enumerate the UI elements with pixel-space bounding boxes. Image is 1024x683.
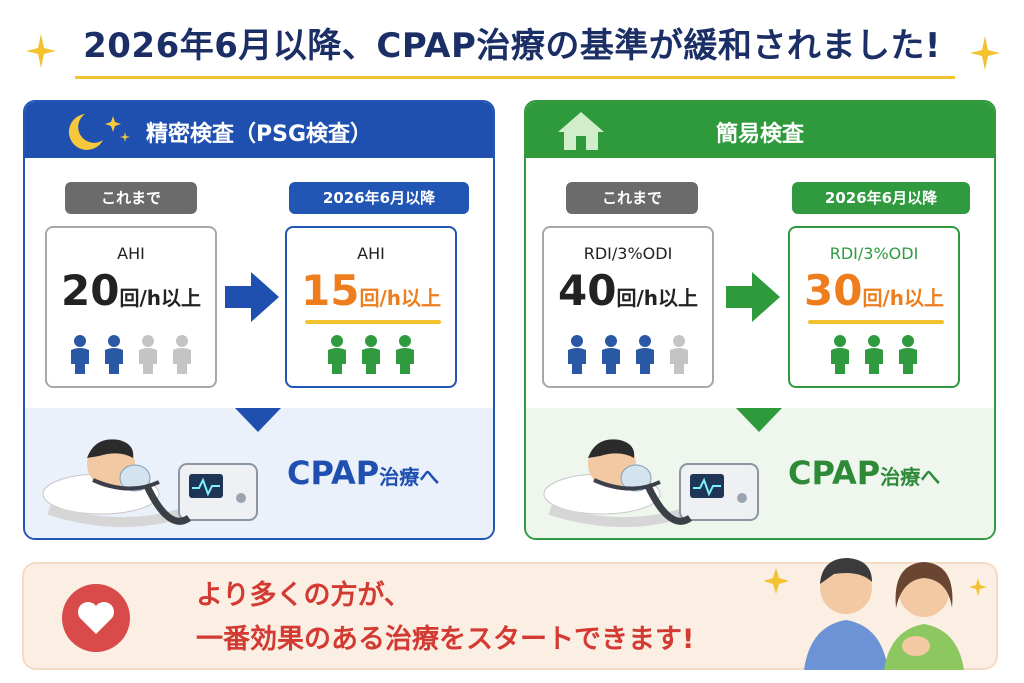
threshold-value: 20回/h以上 bbox=[47, 266, 215, 315]
people-icons bbox=[790, 334, 958, 378]
metric-label: AHI bbox=[117, 244, 145, 263]
before-card: AHI 20回/h以上 bbox=[45, 226, 217, 388]
heart-badge bbox=[62, 584, 130, 652]
threshold-value: 30回/h以上 bbox=[790, 266, 958, 315]
person-icon bbox=[396, 335, 414, 374]
moon-stars-icon bbox=[68, 114, 130, 150]
sparkle-icon bbox=[26, 34, 56, 68]
threshold-number: 15 bbox=[301, 266, 360, 315]
metric-label: AHI bbox=[357, 244, 385, 263]
person-icon bbox=[173, 335, 191, 374]
arrow-right-icon bbox=[225, 272, 279, 322]
person-icon bbox=[568, 335, 586, 374]
person-icon bbox=[139, 335, 157, 374]
arrow-right-icon bbox=[726, 272, 780, 322]
psg-panel: 精密検査（PSG検査） これまで 2026年6月以降 AHI 20回/h以上 A… bbox=[23, 100, 495, 540]
message-line-1: より多くの方が、 bbox=[196, 580, 411, 611]
bottom-banner: より多くの方が、 一番効果のある治療をスタートできます! bbox=[22, 558, 998, 670]
cpap-treatment-text: CPAP治療へ bbox=[788, 454, 940, 492]
house-icon bbox=[558, 112, 604, 150]
cpap-label: CPAP bbox=[788, 454, 881, 492]
couple-illustration bbox=[764, 558, 987, 670]
cpap-sleeper-illustration bbox=[543, 439, 759, 528]
person-icon bbox=[328, 335, 346, 374]
after-card: RDI/3%ODI 30回/h以上 bbox=[788, 226, 960, 388]
people-icons bbox=[47, 334, 215, 378]
heart-icon bbox=[78, 602, 114, 634]
person-icon bbox=[636, 335, 654, 374]
threshold-unit: 回/h以上 bbox=[862, 286, 944, 310]
cpap-treatment-text: CPAP治療へ bbox=[287, 454, 439, 492]
threshold-number: 40 bbox=[558, 266, 617, 315]
person-icon bbox=[899, 335, 917, 374]
cpap-label: CPAP bbox=[287, 454, 380, 492]
bottom-message: より多くの方が、 一番効果のある治療をスタートできます! bbox=[196, 574, 694, 662]
arrow-down-icon bbox=[235, 408, 281, 432]
before-card: RDI/3%ODI 40回/h以上 bbox=[542, 226, 714, 388]
metric-label: RDI/3%ODI bbox=[583, 244, 673, 263]
threshold-number: 20 bbox=[61, 266, 120, 315]
people-icons bbox=[287, 334, 455, 378]
highlight-underline bbox=[808, 320, 944, 324]
before-label: これまで bbox=[65, 182, 197, 214]
person-icon bbox=[602, 335, 620, 374]
threshold-unit: 回/h以上 bbox=[119, 286, 201, 310]
panel-title: 簡易検査 bbox=[715, 122, 804, 147]
title-underline bbox=[75, 76, 955, 79]
person-icon bbox=[670, 335, 688, 374]
sparkle-icon bbox=[970, 36, 1000, 70]
message-line-2: 一番効果のある治療をスタートできます! bbox=[196, 624, 695, 655]
page-title: 2026年6月以降、CPAP治療の基準が緩和されました! bbox=[83, 26, 941, 66]
treatment-area: CPAP治療へ bbox=[25, 408, 493, 538]
header: 2026年6月以降、CPAP治療の基準が緩和されました! bbox=[0, 0, 1024, 90]
panel-header: 簡易検査 bbox=[526, 102, 994, 158]
cpap-sleeper-illustration bbox=[42, 439, 258, 528]
simple-test-panel: 簡易検査 これまで 2026年6月以降 RDI/3%ODI 40回/h以上 RD… bbox=[524, 100, 996, 540]
threshold-unit: 回/h以上 bbox=[359, 286, 441, 310]
panel-title: 精密検査（PSG検査） bbox=[145, 122, 373, 147]
threshold-unit: 回/h以上 bbox=[616, 286, 698, 310]
person-icon bbox=[865, 335, 883, 374]
after-label: 2026年6月以降 bbox=[289, 182, 469, 214]
arrow-down-icon bbox=[736, 408, 782, 432]
after-label: 2026年6月以降 bbox=[792, 182, 970, 214]
person-icon bbox=[105, 335, 123, 374]
person-icon bbox=[362, 335, 380, 374]
metric-label: RDI/3%ODI bbox=[829, 244, 919, 263]
threshold-number: 30 bbox=[804, 266, 863, 315]
people-icons bbox=[544, 334, 712, 378]
highlight-underline bbox=[305, 320, 441, 324]
cpap-suffix: 治療へ bbox=[880, 465, 941, 489]
threshold-value: 15回/h以上 bbox=[287, 266, 455, 315]
treatment-area: CPAP治療へ bbox=[526, 408, 994, 538]
before-label: これまで bbox=[566, 182, 698, 214]
person-icon bbox=[831, 335, 849, 374]
panel-header: 精密検査（PSG検査） bbox=[25, 102, 493, 158]
person-icon bbox=[71, 335, 89, 374]
after-card: AHI 15回/h以上 bbox=[285, 226, 457, 388]
cpap-suffix: 治療へ bbox=[379, 465, 440, 489]
threshold-value: 40回/h以上 bbox=[544, 266, 712, 315]
